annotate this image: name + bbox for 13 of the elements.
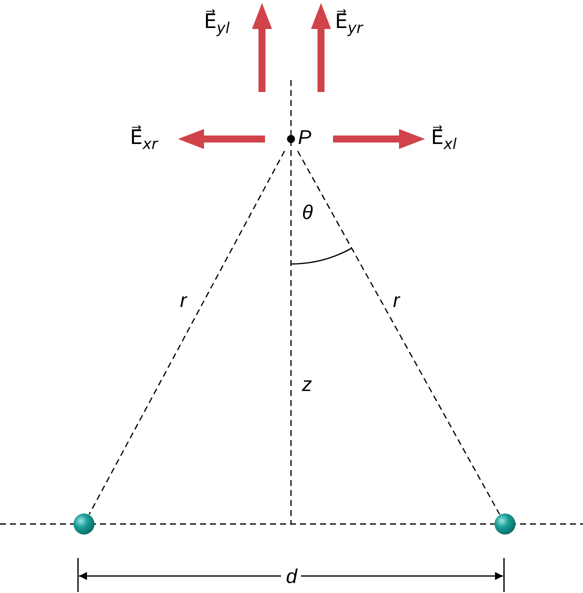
vector-label: E⃗$_{xr}$ (130, 126, 158, 155)
edge-label: r (393, 290, 400, 312)
point-label: P (298, 127, 312, 149)
angle-label: θ (302, 202, 313, 224)
dashed-line (297, 150, 500, 515)
edge-label: r (180, 290, 187, 312)
axis-label: z (302, 374, 312, 396)
charge-sphere (494, 513, 516, 535)
dashed-line (88, 150, 286, 515)
vector-label: E⃗$_{xl}$ (431, 126, 457, 155)
vector-label: E⃗$_{yr}$ (335, 10, 363, 39)
charge-sphere (73, 513, 95, 535)
vector-label: E⃗$_{yl}$ (204, 10, 230, 39)
